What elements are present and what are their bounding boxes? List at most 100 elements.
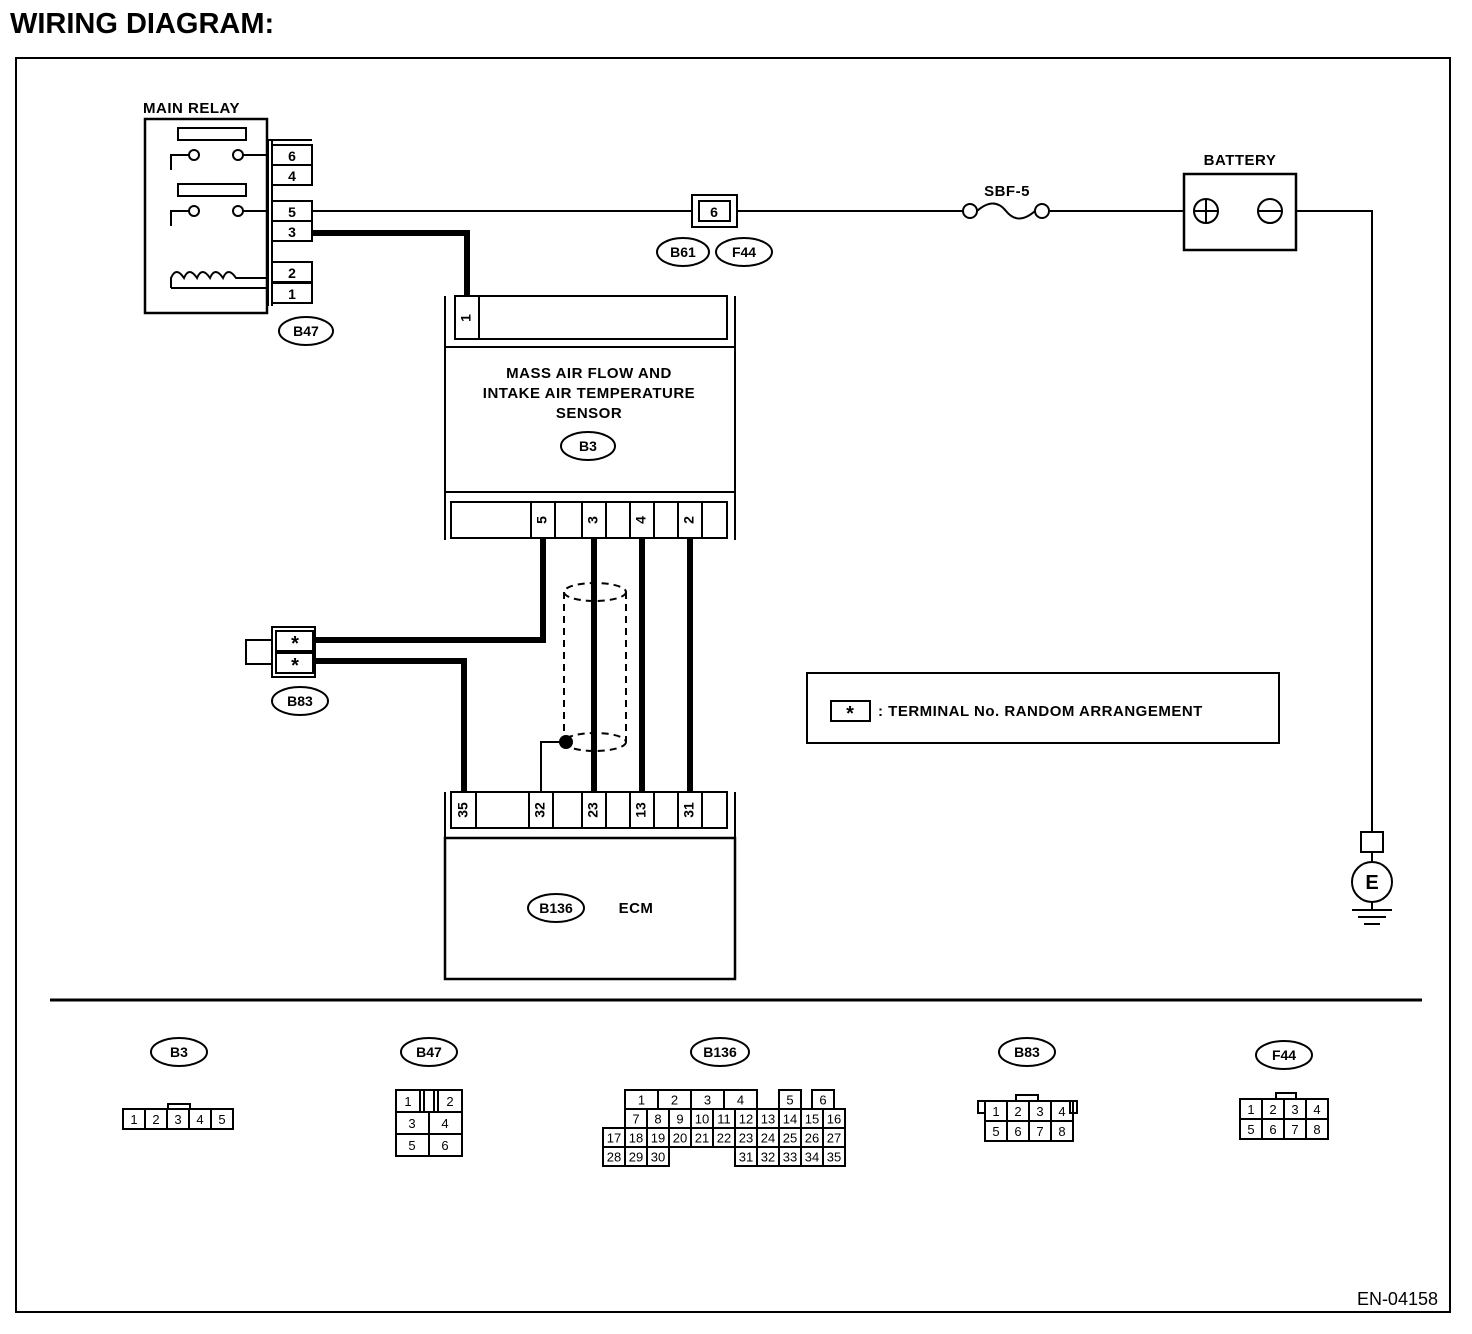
shield-drain-dot bbox=[559, 735, 573, 749]
legend-box bbox=[806, 672, 1280, 744]
b83-connector: * * B83 bbox=[245, 626, 329, 716]
maf-pin-3: 3 bbox=[585, 516, 601, 524]
maf-label-line-1: MASS AIR FLOW AND bbox=[506, 365, 672, 382]
legend: * : TERMINAL No. RANDOM ARRANGEMENT bbox=[806, 672, 1280, 744]
b136-cell: 24 bbox=[761, 1131, 775, 1146]
b83-cell: 4 bbox=[1058, 1104, 1065, 1119]
b136-cell: 25 bbox=[783, 1131, 797, 1146]
b3-cell: 4 bbox=[196, 1112, 203, 1127]
ecm-body bbox=[443, 836, 737, 981]
relay-pin-3: 3 bbox=[288, 224, 296, 240]
ecm-label: ECM bbox=[619, 900, 654, 917]
figure-id: EN-04158 bbox=[1357, 1289, 1438, 1309]
b136-cell: 29 bbox=[629, 1150, 643, 1165]
b136-cell-frame bbox=[822, 1146, 846, 1167]
joint-connector-tag-b61: B61 bbox=[670, 244, 696, 260]
joint-connector-pin: 6 bbox=[710, 204, 718, 220]
f44-cell: 4 bbox=[1313, 1102, 1320, 1117]
wire-shield bbox=[559, 582, 627, 752]
b47-cell: 3 bbox=[408, 1116, 415, 1131]
connector-view-b47-tag: B47 bbox=[416, 1044, 442, 1060]
b136-cell: 28 bbox=[607, 1150, 621, 1165]
b136-cell: 34 bbox=[805, 1150, 819, 1165]
page-heading: WIRING DIAGRAM: bbox=[10, 8, 274, 40]
ecm-connector-tag: B136 bbox=[539, 900, 573, 916]
b136-cell: 3 bbox=[704, 1093, 711, 1108]
f44-cell: 1 bbox=[1247, 1102, 1254, 1117]
relay-coil bbox=[170, 271, 268, 288]
b136-cell: 26 bbox=[805, 1131, 819, 1146]
b136-cell: 31 bbox=[739, 1150, 753, 1165]
connector-view-f44-tag: F44 bbox=[1272, 1047, 1296, 1063]
b136-cell: 12 bbox=[739, 1112, 753, 1127]
ground-label: E bbox=[1365, 872, 1378, 894]
b136-cell: 21 bbox=[695, 1131, 709, 1146]
b136-cell: 13 bbox=[761, 1112, 775, 1127]
maf-label-line-2: INTAKE AIR TEMPERATURE bbox=[483, 385, 695, 402]
b47-cell: 2 bbox=[446, 1094, 453, 1109]
b136-cell: 7 bbox=[632, 1112, 639, 1127]
b136-cell: 9 bbox=[676, 1112, 683, 1127]
main-relay-label: MAIN RELAY bbox=[143, 100, 240, 117]
connector-view-b3-tag: B3 bbox=[170, 1044, 188, 1060]
relay-pin-1: 1 bbox=[288, 286, 296, 302]
b136-cell-frame bbox=[646, 1146, 670, 1167]
joint-connector-tag-f44: F44 bbox=[732, 244, 756, 260]
b47-cell: 5 bbox=[408, 1138, 415, 1153]
ecm-pin-35: 35 bbox=[455, 802, 471, 818]
battery: BATTERY bbox=[1182, 152, 1298, 252]
b83-pin-top: * bbox=[291, 633, 299, 655]
maf-sensor: 1 MASS AIR FLOW AND INTAKE AIR TEMPERATU… bbox=[444, 295, 736, 540]
wires bbox=[311, 210, 1373, 832]
b136-cell: 35 bbox=[827, 1150, 841, 1165]
b83-cell: 2 bbox=[1014, 1104, 1021, 1119]
fuse-sbf5: SBF-5 bbox=[962, 183, 1050, 220]
b83-connector-tag: B83 bbox=[287, 693, 313, 709]
b136-cell: 32 bbox=[761, 1150, 775, 1165]
ground-e: E bbox=[1351, 831, 1393, 925]
connector-view-b3: B3 1 2 3 4 5 bbox=[122, 1037, 234, 1130]
f44-cell: 5 bbox=[1247, 1122, 1254, 1137]
b136-cell: 5 bbox=[786, 1093, 793, 1108]
wire-maf5-to-b83 bbox=[313, 538, 546, 643]
maf-pin-5: 5 bbox=[534, 516, 550, 524]
wire-relay3-to-maf1 bbox=[311, 230, 470, 296]
f44-cell: 8 bbox=[1313, 1122, 1320, 1137]
fuse-element bbox=[976, 202, 1036, 220]
b47-cell: 4 bbox=[441, 1116, 448, 1131]
b47-cell: 6 bbox=[441, 1138, 448, 1153]
b136-cell: 10 bbox=[695, 1112, 709, 1127]
b136-cell: 11 bbox=[717, 1112, 731, 1127]
b136-cell: 16 bbox=[827, 1112, 841, 1127]
fuse-label: SBF-5 bbox=[984, 183, 1030, 200]
f44-cell: 2 bbox=[1269, 1102, 1276, 1117]
b83-pin-bottom: * bbox=[291, 655, 299, 677]
b83-cell-frame bbox=[1050, 1120, 1074, 1142]
b83-cell: 5 bbox=[992, 1124, 999, 1139]
b83-cell: 8 bbox=[1058, 1124, 1065, 1139]
b136-cell: 17 bbox=[607, 1131, 621, 1146]
main-relay-connector-tag: B47 bbox=[293, 323, 319, 339]
maf-pin-2: 2 bbox=[681, 516, 697, 524]
legend-symbol: * bbox=[846, 703, 854, 725]
relay-pin-6: 6 bbox=[288, 148, 296, 164]
b83-cell: 3 bbox=[1036, 1104, 1043, 1119]
b3-cell: 1 bbox=[130, 1112, 137, 1127]
b136-cell: 4 bbox=[737, 1093, 744, 1108]
b136-cell: 6 bbox=[819, 1093, 826, 1108]
b47-cell: 1 bbox=[404, 1094, 411, 1109]
b136-cell: 2 bbox=[671, 1093, 678, 1108]
relay-pin-4: 4 bbox=[288, 168, 296, 184]
ecm: 35 32 23 13 31 B136 ECM bbox=[443, 791, 737, 981]
b3-cell: 3 bbox=[174, 1112, 181, 1127]
b136-cell: 19 bbox=[651, 1131, 665, 1146]
f44-cell: 7 bbox=[1291, 1122, 1298, 1137]
battery-label: BATTERY bbox=[1204, 152, 1277, 169]
f44-cell-frame bbox=[1305, 1118, 1329, 1140]
b83-cell: 1 bbox=[992, 1104, 999, 1119]
